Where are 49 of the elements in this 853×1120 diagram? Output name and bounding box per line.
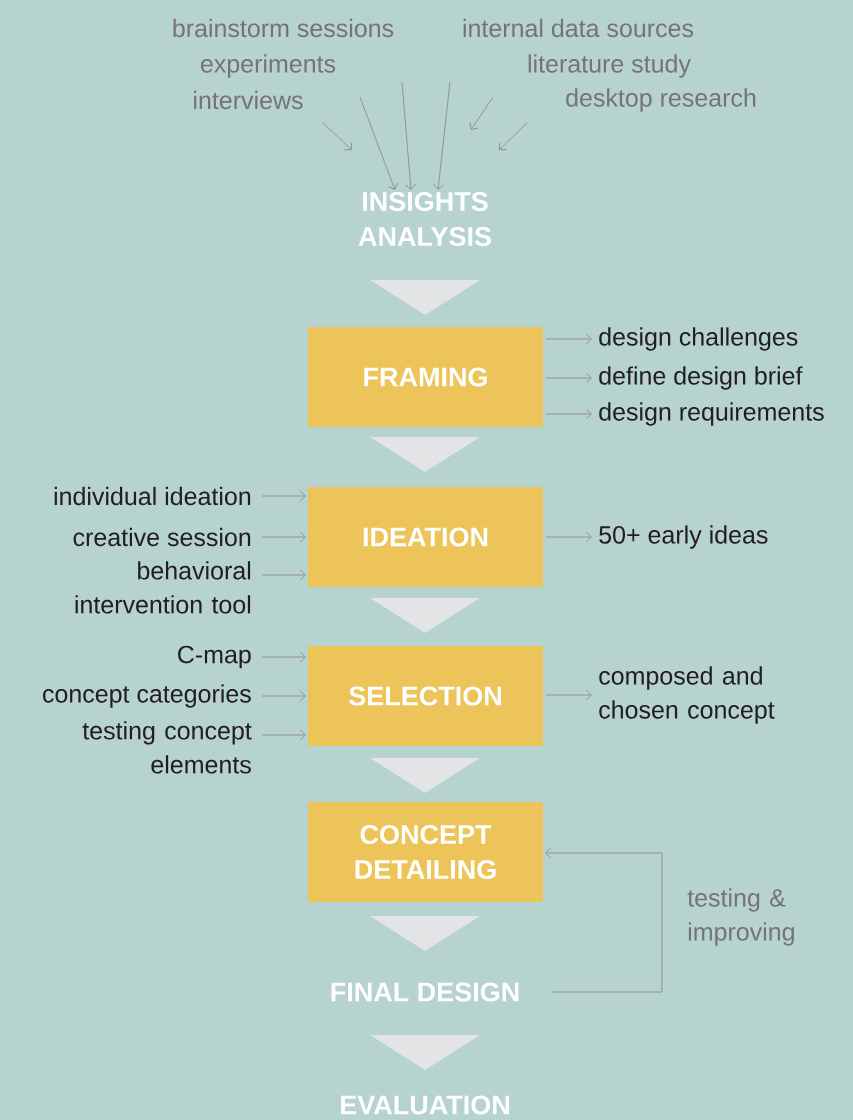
outcome-text: define design brief (599, 366, 803, 390)
chevron-arrow (370, 437, 480, 472)
arrow (261, 531, 306, 543)
source-text: experiments (201, 54, 336, 78)
arrow (545, 847, 663, 993)
outcome-text: design requirements (599, 402, 824, 426)
stage-box: FRAMING (308, 327, 543, 427)
arrow (545, 372, 592, 384)
arrow (322, 122, 352, 151)
source-text: brainstorm sessions (173, 18, 394, 38)
outcome-text: design challenges (599, 327, 798, 351)
method-text: behavioral intervention tool (75, 561, 251, 614)
outcome-text: 50+ early ideas (599, 525, 768, 549)
stage-label: EVALUATION (341, 1095, 509, 1115)
chevron-arrow (370, 1035, 480, 1070)
arrow (545, 689, 592, 701)
stage-label: INSIGHTS ANALYSIS (358, 191, 491, 247)
method-text: testing concept elements (82, 721, 252, 774)
arrow (261, 729, 306, 741)
arrow (261, 651, 306, 663)
chevron-arrow (370, 280, 480, 315)
method-text: C-map (178, 645, 251, 669)
stage-box: CONCEPT DETAILING (308, 802, 543, 902)
stage-label: FINAL DESIGN (331, 982, 519, 1002)
arrow (401, 81, 416, 190)
source-text: interviews (194, 90, 303, 110)
arrow (433, 81, 451, 190)
source-text: literature study (528, 54, 691, 78)
arrow (499, 122, 528, 151)
arrow (545, 531, 592, 543)
source-text: internal data sources (463, 18, 694, 38)
arrow (261, 569, 306, 581)
stage-box: SELECTION (308, 646, 543, 746)
stage-box: IDEATION (308, 487, 543, 587)
arrow (261, 490, 306, 502)
arrow (545, 333, 592, 345)
arrow (261, 690, 306, 702)
arrow (469, 96, 494, 130)
method-text: concept categories (43, 684, 251, 708)
method-text: individual ideation (54, 486, 251, 506)
arrow (359, 96, 399, 190)
source-text: desktop research (566, 88, 756, 112)
edge-label: testing & improving (687, 888, 794, 946)
method-text: creative session (73, 527, 251, 547)
outcome-text: composed and chosen concept (599, 666, 775, 724)
chevron-arrow (370, 758, 480, 793)
chevron-arrow (370, 916, 480, 951)
chevron-arrow (370, 598, 480, 633)
arrow (545, 408, 592, 420)
